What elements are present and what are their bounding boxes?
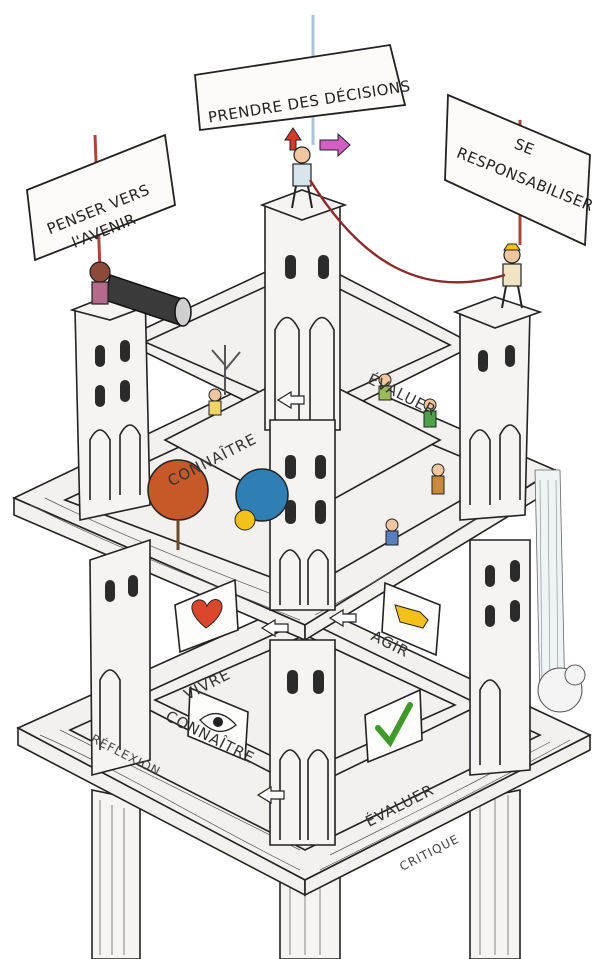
sign-left: PENSER VERS l'AVENIR [27,135,175,260]
waterfall [535,470,585,712]
arrow-pink-icon [320,134,350,156]
arrow-red-icon [285,128,301,150]
sign-center: PRENDRE DES DÉCISIONS [195,45,412,130]
